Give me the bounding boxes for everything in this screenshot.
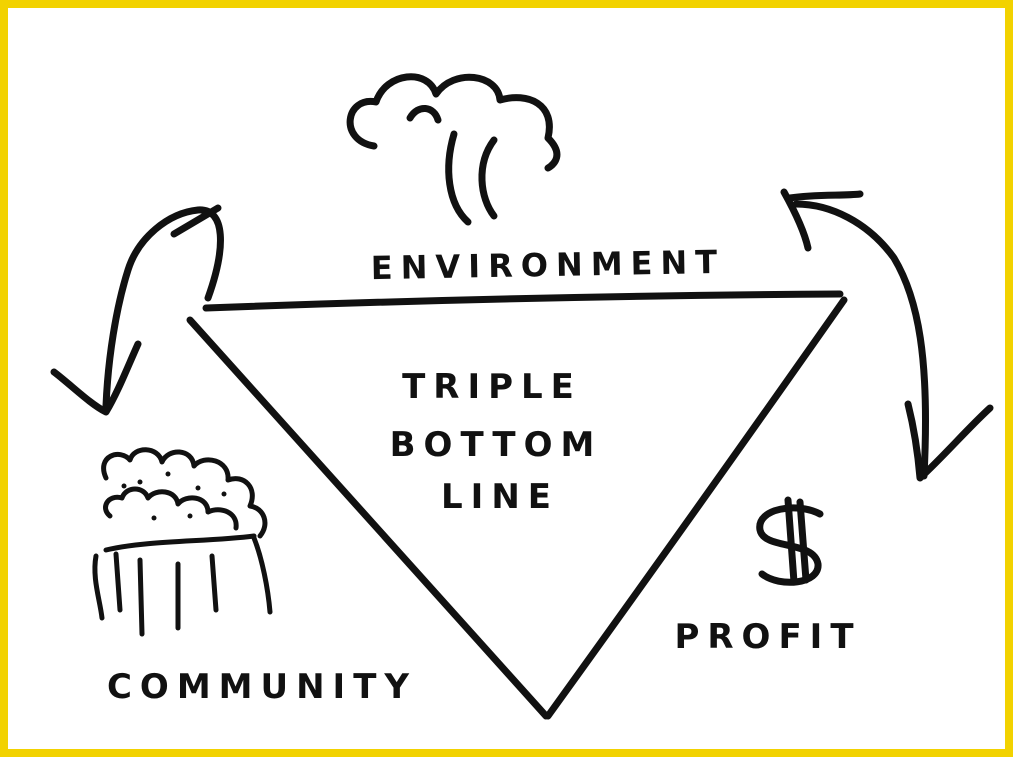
triple-bottom-line-diagram: TRIPLE BOTTOM LINE ENVIRONMENT COMMUNITY… [50,73,994,720]
cycle-arrow-right [780,188,994,482]
cycle-arrow-left [50,204,224,416]
center-label-line-2: BOTTOM [390,425,603,465]
people-group-icon [92,447,273,637]
diagram-canvas: TRIPLE BOTTOM LINE ENVIRONMENT COMMUNITY… [8,8,1005,749]
environment-label: ENVIRONMENT [371,243,726,287]
dollar-sign-icon [756,496,824,586]
inverted-triangle [186,290,848,720]
center-label-line-3: LINE [441,477,559,517]
profit-label: PROFIT [674,617,861,657]
community-label: COMMUNITY [107,667,417,707]
center-label-line-1: TRIPLE [402,367,582,407]
tree-icon [346,73,561,226]
